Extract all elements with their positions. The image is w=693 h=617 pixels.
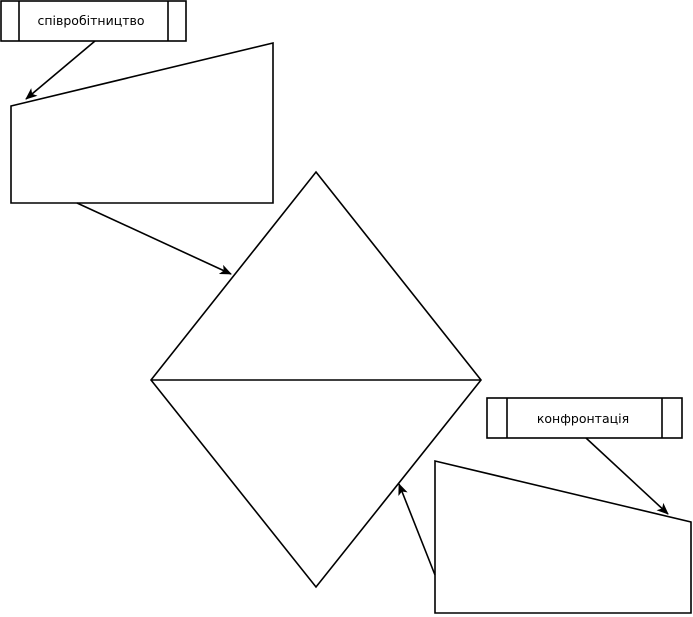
decision-diamond <box>149 170 483 589</box>
arrow-bottom-input-to-diamond <box>398 483 436 576</box>
process-top-label: співробітництво <box>37 13 144 28</box>
process-bottom-label: конфронтація <box>537 411 629 426</box>
process-box-top: співробітництво <box>0 0 187 42</box>
process-box-bottom: конфронтація <box>486 397 683 439</box>
manual-input-bottom <box>434 459 692 614</box>
manual-input-top <box>10 41 274 204</box>
arrow-top-box-to-input <box>25 40 96 100</box>
arrow-bottom-box-to-input <box>585 437 669 515</box>
arrow-top-input-to-diamond <box>76 202 232 275</box>
